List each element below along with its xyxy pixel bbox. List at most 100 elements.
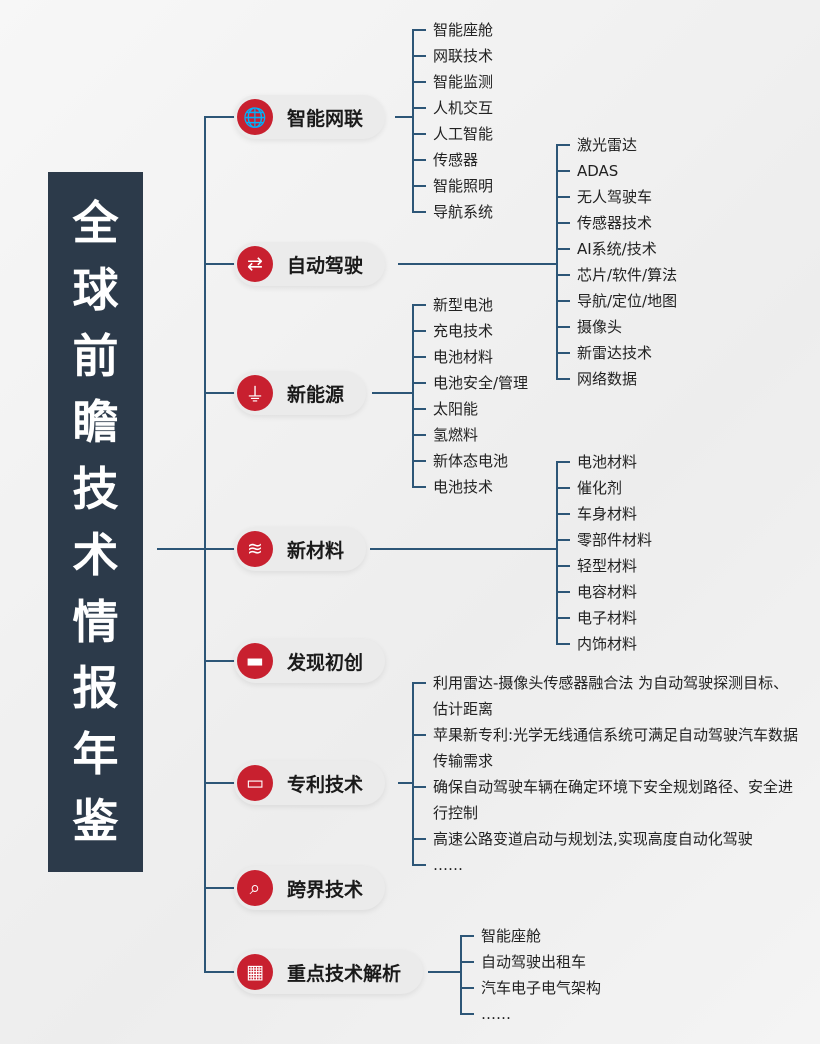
branch-node[interactable]: ⇄ 自动驾驶 (234, 242, 386, 286)
list-item: 自动驾驶出租车 (459, 949, 601, 975)
list-item: 太阳能 (411, 396, 528, 422)
branch-node[interactable]: ⌕ 跨界技术 (234, 866, 386, 910)
list-item: 零部件材料 (555, 527, 652, 553)
sublist-connector (372, 392, 412, 394)
list-item: 无人驾驶车 (555, 184, 677, 210)
list-item: 氢燃料 (411, 422, 528, 448)
list-item: 电容材料 (555, 579, 652, 605)
sublist: 利用雷达-摄像头传感器融合法 为自动驾驶探测目标、估计距离苹果新专利:光学无线通… (412, 670, 803, 878)
list-item: 智能监测 (411, 69, 493, 95)
branch-label: 专利技术 (287, 773, 364, 796)
branch-label: 重点技术解析 (287, 962, 402, 985)
list-item: 新体态电池 (411, 448, 528, 474)
globe-icon: 🌐 (237, 99, 273, 135)
sublist: 电池材料催化剂车身材料零部件材料轻型材料电容材料电子材料内饰材料 (555, 449, 652, 657)
title-char: 鉴 (72, 793, 119, 848)
list-item: 电池材料 (411, 344, 528, 370)
sublist-connector (395, 116, 412, 118)
branch-label: 智能网联 (287, 107, 364, 130)
list-item: 电子材料 (555, 605, 652, 631)
sublist: 新型电池充电技术电池材料电池安全/管理太阳能氢燃料新体态电池电池技术 (411, 292, 528, 500)
branch-label: 跨界技术 (287, 878, 364, 901)
list-item: …… (459, 1001, 601, 1027)
branch-node[interactable]: 🌐 智能网联 (234, 95, 386, 139)
list-item: 传感器 (411, 147, 493, 173)
branch-node[interactable]: ▭ 专利技术 (234, 761, 386, 805)
sublist: 智能座舱网联技术智能监测人机交互人工智能传感器智能照明导航系统 (411, 17, 493, 225)
list-item: 充电技术 (411, 318, 528, 344)
list-item: 网络数据 (555, 366, 677, 392)
title-char: 瞻 (72, 395, 119, 450)
list-item: 导航/定位/地图 (555, 288, 677, 314)
sublist-connector (370, 548, 556, 550)
list-item: 高速公路变道启动与规划法,实现高度自动化驾驶 (412, 826, 803, 852)
branch-connector (205, 782, 235, 784)
list-item: 激光雷达 (555, 132, 677, 158)
list-item: 人工智能 (411, 121, 493, 147)
list-item: 苹果新专利:光学无线通信系统可满足自动驾驶汽车数据传输需求 (412, 722, 803, 774)
list-item: 智能座舱 (459, 923, 601, 949)
list-item: 电池材料 (555, 449, 652, 475)
branch-connector (205, 971, 235, 973)
branch-label: 发现初创 (287, 651, 364, 674)
branch-connector (205, 887, 235, 889)
title-char: 全 (72, 196, 119, 251)
title-char: 年 (72, 727, 119, 782)
magnifier-icon: ⌕ (237, 870, 273, 906)
branch-node[interactable]: ≋ 新材料 (234, 527, 367, 571)
sublist-connector (428, 971, 460, 973)
list-item: 轻型材料 (555, 553, 652, 579)
document-icon: ▭ (237, 765, 273, 801)
list-item: 确保自动驾驶车辆在确定环境下安全规划路径、安全进行控制 (412, 774, 803, 826)
list-item: 导航系统 (411, 199, 493, 225)
branch-connector (205, 660, 235, 662)
list-item: 新型电池 (411, 292, 528, 318)
list-item: 芯片/软件/算法 (555, 262, 677, 288)
branch-connector (205, 116, 235, 118)
list-item: 电池安全/管理 (411, 370, 528, 396)
branch-connector (205, 263, 235, 265)
list-item: 智能座舱 (411, 17, 493, 43)
folder-icon: ▬ (237, 643, 273, 679)
branch-label: 新能源 (287, 383, 345, 406)
branch-connector (205, 392, 235, 394)
title-banner: 全球前瞻技术情报年鉴 (48, 172, 143, 872)
list-item: 智能照明 (411, 173, 493, 199)
calendar-icon: ▦ (237, 954, 273, 990)
list-item: 利用雷达-摄像头传感器融合法 为自动驾驶探测目标、估计距离 (412, 670, 803, 722)
branch-label: 自动驾驶 (287, 254, 364, 277)
title-char: 术 (72, 528, 119, 583)
list-item: 车身材料 (555, 501, 652, 527)
trunk-connector (157, 548, 205, 550)
branch-node[interactable]: ▦ 重点技术解析 (234, 950, 424, 994)
list-item: AI系统/技术 (555, 236, 677, 262)
title-char: 技 (72, 461, 119, 516)
branch-connector (205, 548, 235, 550)
title-char: 球 (72, 262, 119, 317)
list-item: 人机交互 (411, 95, 493, 121)
sublist-connector (398, 263, 556, 265)
list-item: 新雷达技术 (555, 340, 677, 366)
list-item: ADAS (555, 158, 677, 184)
list-item: …… (412, 852, 803, 878)
branch-label: 新材料 (287, 539, 345, 562)
list-item: 电池技术 (411, 474, 528, 500)
title-char: 情 (72, 594, 119, 649)
branch-node[interactable]: ▬ 发现初创 (234, 639, 386, 683)
list-item: 催化剂 (555, 475, 652, 501)
trunk-line (204, 116, 206, 973)
sublist-connector (398, 782, 412, 784)
list-item: 传感器技术 (555, 210, 677, 236)
spring-icon: ≋ (237, 531, 273, 567)
plug-icon: ⏚ (237, 375, 273, 411)
list-item: 内饰材料 (555, 631, 652, 657)
list-item: 摄像头 (555, 314, 677, 340)
swap-arrows-icon: ⇄ (237, 246, 273, 282)
list-item: 汽车电子电气架构 (459, 975, 601, 1001)
branch-node[interactable]: ⏚ 新能源 (234, 371, 367, 415)
title-char: 报 (72, 660, 119, 715)
title-char: 前 (72, 328, 119, 383)
sublist: 智能座舱自动驾驶出租车汽车电子电气架构…… (459, 923, 601, 1027)
list-item: 网联技术 (411, 43, 493, 69)
